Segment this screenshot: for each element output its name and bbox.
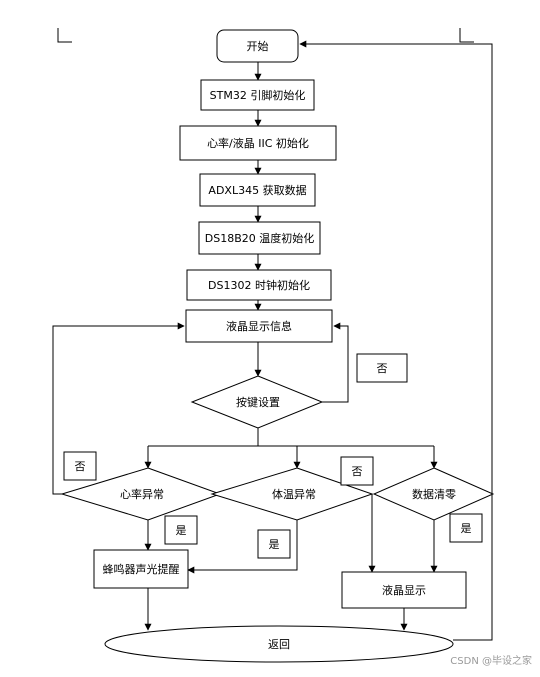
tag-yes-heart: 是 xyxy=(164,515,198,545)
node-return-label: 返回 xyxy=(268,638,290,651)
node-temp-abnormal: 体温异常 xyxy=(210,467,374,521)
node-ds1302-init: DS1302 时钟初始化 xyxy=(186,269,332,301)
connectors xyxy=(52,40,493,641)
tag-yes-temp: 是 xyxy=(257,529,291,559)
node-key-setting-label: 按键设置 xyxy=(236,395,280,409)
node-data-clear: 数据清零 xyxy=(372,467,495,521)
node-buzzer-alarm-label: 蜂鸣器声光提醒 xyxy=(103,562,180,576)
node-ds18b20-init: DS18B20 温度初始化 xyxy=(198,221,321,255)
tag-yes-data-clear: 是 xyxy=(449,513,483,543)
tag-yes-temp-label: 是 xyxy=(269,538,280,551)
tag-no-temp: 否 xyxy=(340,456,374,486)
node-adxl-data-label: ADXL345 获取数据 xyxy=(208,183,306,197)
page-corner-marks xyxy=(57,28,474,43)
node-start-label: 开始 xyxy=(247,39,269,53)
node-ds18b20-init-label: DS18B20 温度初始化 xyxy=(205,231,315,245)
node-adxl-data: ADXL345 获取数据 xyxy=(199,173,316,207)
node-hr-lcd-iic-init-label: 心率/液晶 IIC 初始化 xyxy=(207,136,309,150)
node-heart-abnormal-label: 心率异常 xyxy=(120,487,164,501)
node-data-clear-label: 数据清零 xyxy=(412,487,456,501)
node-start: 开始 xyxy=(216,29,299,63)
node-return: 返回 xyxy=(104,625,454,663)
node-hr-lcd-iic-init: 心率/液晶 IIC 初始化 xyxy=(179,125,337,161)
tag-no-temp-label: 否 xyxy=(352,465,363,478)
node-heart-abnormal: 心率异常 xyxy=(60,467,222,521)
watermark: CSDN @毕设之家 xyxy=(450,654,532,667)
node-temp-abnormal-label: 体温异常 xyxy=(272,487,316,501)
tag-no-key-setting: 否 xyxy=(356,353,408,383)
tag-no-key-setting-label: 否 xyxy=(377,362,388,375)
tag-yes-data-clear-label: 是 xyxy=(461,522,472,535)
node-lcd-info: 液晶显示信息 xyxy=(185,309,333,343)
node-buzzer-alarm: 蜂鸣器声光提醒 xyxy=(93,549,189,589)
node-lcd-display-label: 液晶显示 xyxy=(382,583,426,597)
node-stm32-init: STM32 引脚初始化 xyxy=(200,79,315,111)
node-ds1302-init-label: DS1302 时钟初始化 xyxy=(208,278,310,292)
tag-yes-heart-label: 是 xyxy=(176,524,187,537)
tag-no-heart: 否 xyxy=(63,451,97,481)
node-key-setting: 按键设置 xyxy=(190,375,324,429)
node-lcd-info-label: 液晶显示信息 xyxy=(226,319,292,333)
node-stm32-init-label: STM32 引脚初始化 xyxy=(210,88,306,102)
node-lcd-display: 液晶显示 xyxy=(341,571,467,609)
tag-no-heart-label: 否 xyxy=(75,460,86,473)
